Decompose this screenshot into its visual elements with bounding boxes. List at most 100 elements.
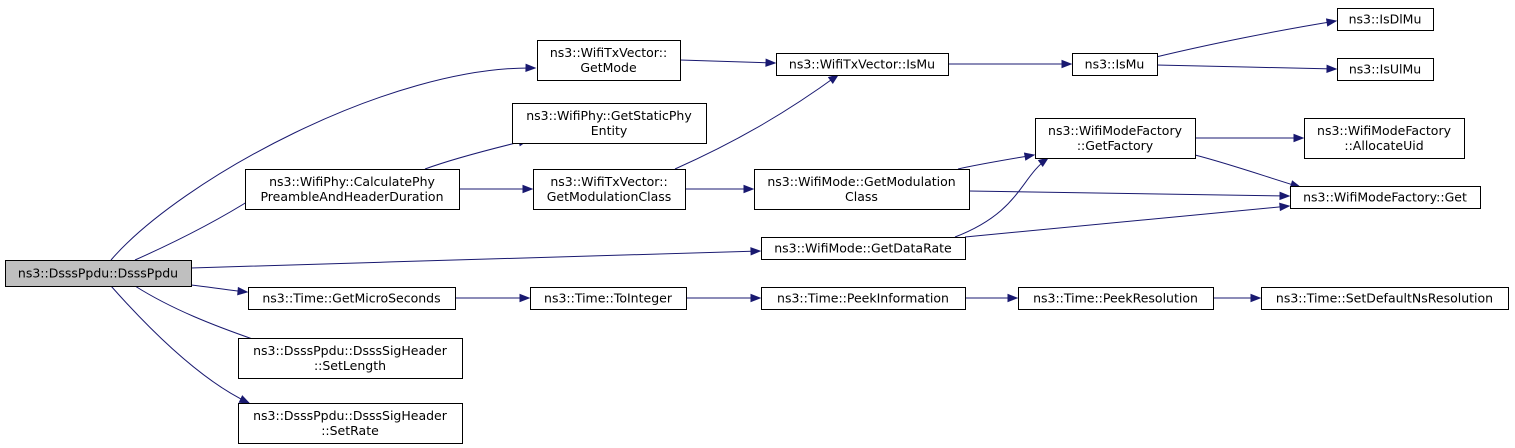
node-label: ns3::IsMu <box>1085 57 1145 72</box>
edge-getmodclass-to-modeGetModClass <box>684 184 755 194</box>
edge-txismu-to-ismu <box>948 59 1073 69</box>
node-isdlmu[interactable]: ns3::IsDlMu <box>1337 8 1434 31</box>
arrowhead-icon <box>1061 59 1073 69</box>
edge-ismu-to-isdlmu <box>1155 18 1338 58</box>
node-getmode[interactable]: ns3::WifiTxVector::GetMode <box>537 40 681 81</box>
edge-root-to-getdatarate <box>190 247 762 269</box>
arrowhead-icon <box>238 395 251 404</box>
node-label: ::AllocateUid <box>1344 138 1423 153</box>
node-box <box>1337 58 1434 81</box>
edge-tointeger-to-peekinfo <box>685 293 762 303</box>
edge-getdatarate-to-getfactory <box>954 157 1050 238</box>
arrowhead-icon <box>827 74 840 85</box>
node-label: ns3::IsDlMu <box>1349 12 1422 27</box>
node-box <box>537 40 681 81</box>
node-label: ns3::WifiMode::GetDataRate <box>774 241 952 256</box>
edge-modeGetModClass-to-getfactory <box>957 152 1036 170</box>
node-allocuid[interactable]: ns3::WifiModeFactory::AllocateUid <box>1304 118 1465 159</box>
node-box <box>248 287 456 310</box>
nodes-layer: ns3::DsssPpdu::DsssPpdu ns3::WifiTxVector… <box>5 8 1509 444</box>
node-label: ns3::WifiPhy::GetStaticPhy <box>526 108 692 123</box>
edge-getfactory-to-allocuid <box>1195 133 1305 143</box>
node-label: ns3::Time::SetDefaultNsResolution <box>1276 291 1493 306</box>
edge-root-to-setrate <box>110 285 251 404</box>
node-peekres[interactable]: ns3::Time::PeekResolution <box>1018 287 1214 310</box>
edge-modeGetModClass-to-factoryget <box>968 190 1291 201</box>
node-isulmu[interactable]: ns3::IsUlMu <box>1337 58 1434 81</box>
node-label: ns3::WifiMode::GetModulation <box>767 174 955 189</box>
arrowhead-icon <box>1023 152 1036 161</box>
arrowhead-icon <box>522 184 534 194</box>
node-box <box>1261 287 1509 310</box>
edges-layer <box>110 18 1338 404</box>
node-label: ns3::DsssPpdu::DsssPpdu <box>18 266 178 281</box>
edge-root-to-getmicro <box>190 284 249 296</box>
node-box <box>1035 118 1196 159</box>
node-label: ns3::Time::PeekInformation <box>777 291 949 306</box>
node-factoryget[interactable]: ns3::WifiModeFactory::Get <box>1290 186 1481 209</box>
node-getmodclass[interactable]: ns3::WifiTxVector::GetModulationClass <box>533 169 686 210</box>
node-label: ns3::WifiModeFactory::Get <box>1303 190 1467 205</box>
edge-getmode-to-txismu <box>679 58 777 67</box>
node-box <box>238 403 463 444</box>
node-label: ns3::WifiTxVector:: <box>550 45 667 60</box>
node-label: ns3::Time::ToInteger <box>544 291 673 306</box>
node-box <box>238 338 463 379</box>
arrowhead-icon <box>525 63 537 73</box>
edge-peekinfo-to-peekres <box>964 293 1019 303</box>
node-getfactory[interactable]: ns3::WifiModeFactory::GetFactory <box>1035 118 1196 159</box>
node-root[interactable]: ns3::DsssPpdu::DsssPpdu <box>5 260 192 287</box>
arrowhead-icon <box>1279 202 1291 212</box>
arrowhead-icon <box>519 293 531 303</box>
node-box <box>245 169 460 210</box>
edge-line <box>1155 20 1337 58</box>
arrowhead-icon <box>765 58 777 67</box>
node-box <box>1018 287 1214 310</box>
node-box <box>5 260 192 287</box>
node-setrate[interactable]: ns3::DsssPpdu::DsssSigHeader::SetRate <box>238 403 463 444</box>
node-modeGetModClass[interactable]: ns3::WifiMode::GetModulationClass <box>754 169 970 210</box>
node-calcphy[interactable]: ns3::WifiPhy::CalculatePhyPreambleAndHea… <box>245 169 460 210</box>
edge-root-to-getmode <box>110 63 537 261</box>
arrowhead-icon <box>1250 293 1262 303</box>
arrowhead-icon <box>750 293 762 303</box>
edge-getmodclass-to-txismu <box>674 74 840 170</box>
node-setlength[interactable]: ns3::DsssPpdu::DsssSigHeader::SetLength <box>238 338 463 379</box>
node-label: ns3::DsssPpdu::DsssSigHeader <box>253 408 448 423</box>
edge-getdatarate-to-factoryget <box>964 202 1291 238</box>
node-box <box>533 169 686 210</box>
node-box <box>776 53 949 76</box>
edge-getmicro-to-tointeger <box>454 293 531 303</box>
node-peekinfo[interactable]: ns3::Time::PeekInformation <box>761 287 966 310</box>
node-getdatarate[interactable]: ns3::WifiMode::GetDataRate <box>761 237 966 260</box>
node-box <box>1337 8 1434 31</box>
node-txismu[interactable]: ns3::WifiTxVector::IsMu <box>776 53 949 76</box>
node-label: ns3::Time::PeekResolution <box>1033 291 1198 306</box>
node-label: GetModulationClass <box>547 189 672 204</box>
node-box <box>761 237 966 260</box>
node-label: ns3::WifiModeFactory <box>1048 123 1183 138</box>
edge-line <box>1194 154 1301 188</box>
arrowhead-icon <box>743 184 755 194</box>
node-box <box>530 287 687 310</box>
node-label: PreambleAndHeaderDuration <box>260 189 443 204</box>
node-box <box>754 169 970 210</box>
edge-line <box>957 154 1035 170</box>
arrowhead-icon <box>1293 133 1305 143</box>
arrowhead-icon <box>1037 157 1050 167</box>
node-getmicro[interactable]: ns3::Time::GetMicroSeconds <box>248 287 456 310</box>
edge-peekres-to-setdefault <box>1212 293 1262 303</box>
node-box <box>761 287 966 310</box>
edge-line <box>190 250 761 269</box>
node-tointeger[interactable]: ns3::Time::ToInteger <box>530 287 687 310</box>
edge-line <box>1155 64 1337 70</box>
edge-line <box>964 205 1290 238</box>
node-label: ns3::WifiModeFactory <box>1317 123 1452 138</box>
edge-calcphy-to-getmodclass <box>458 184 534 194</box>
node-setdefault[interactable]: ns3::Time::SetDefaultNsResolution <box>1261 287 1509 310</box>
node-box <box>1290 186 1481 209</box>
arrowhead-icon <box>750 247 762 256</box>
node-ismu[interactable]: ns3::IsMu <box>1072 53 1158 76</box>
